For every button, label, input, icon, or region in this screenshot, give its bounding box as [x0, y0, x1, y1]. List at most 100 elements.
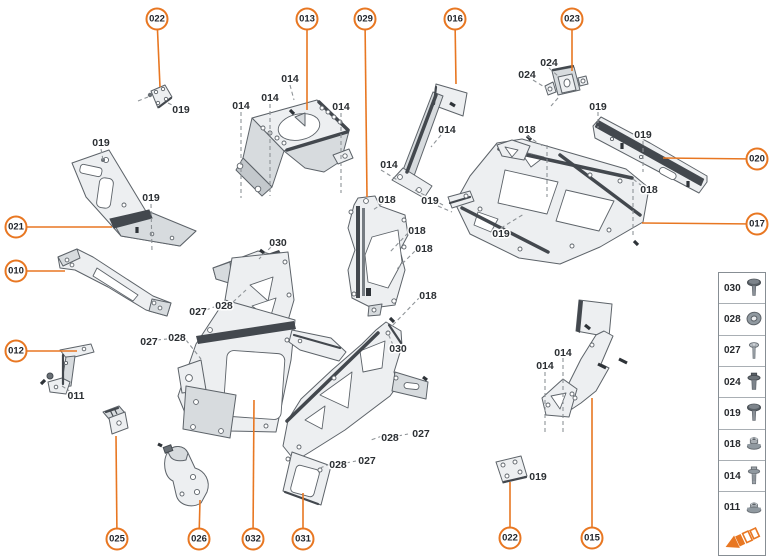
callout-label-023: 023	[564, 13, 580, 25]
part-label-019-0: 019	[172, 104, 190, 116]
part-label-027-22: 027	[189, 306, 207, 318]
legend-number-011: 011	[724, 502, 741, 514]
part-label-019-34: 019	[529, 471, 547, 483]
callout-022-top[interactable]: 022	[145, 7, 169, 31]
part-label-024-10: 024	[518, 69, 536, 81]
part-label-019-15: 019	[421, 195, 439, 207]
callout-012[interactable]: 012	[4, 339, 28, 363]
part-label-014-32: 014	[554, 347, 572, 359]
part-025-drawing	[102, 405, 129, 435]
low-flange-nut-icon	[746, 497, 762, 519]
round-head-screw-icon	[746, 277, 762, 299]
callout-029[interactable]: 029	[353, 7, 377, 31]
callout-015[interactable]: 015	[580, 526, 604, 550]
callout-023[interactable]: 023	[560, 7, 584, 31]
part-label-018-20: 018	[419, 290, 437, 302]
part-026-drawing	[157, 442, 209, 507]
legend-number-030: 030	[724, 282, 741, 294]
callout-032[interactable]: 032	[241, 527, 265, 551]
part-022-bottom-drawing	[495, 455, 528, 484]
part-022-top-drawing	[147, 84, 173, 109]
part-032-drawing	[177, 248, 347, 439]
part-label-014-3: 014	[232, 100, 250, 112]
callout-label-015: 015	[584, 532, 600, 544]
legend-number-028: 028	[724, 313, 741, 325]
part-label-028-29: 028	[329, 459, 347, 471]
dashed-leader-lines	[61, 67, 644, 478]
part-013-drawing	[235, 99, 354, 197]
callout-017[interactable]: 017	[745, 212, 769, 236]
legend-number-019: 019	[724, 407, 741, 419]
part-016-drawing	[391, 83, 468, 199]
legend-row-027: 027	[719, 335, 765, 367]
part-021-drawing	[71, 149, 197, 247]
part-label-019-1: 019	[92, 137, 110, 149]
legend-row-024: 024	[719, 367, 765, 399]
callout-031[interactable]: 031	[291, 527, 315, 551]
part-label-018-18: 018	[408, 225, 426, 237]
callout-label-020: 020	[749, 153, 765, 165]
part-label-014-33: 014	[536, 360, 554, 372]
part-label-014-6: 014	[332, 101, 350, 113]
callout-021[interactable]: 021	[4, 215, 28, 239]
part-label-030-26: 030	[389, 343, 407, 355]
leader-line-029	[364, 18, 368, 198]
callout-label-017: 017	[749, 218, 765, 230]
part-label-014-5: 014	[281, 73, 299, 85]
callout-label-021: 021	[8, 221, 24, 233]
part-label-027-30: 027	[358, 455, 376, 467]
round-head-screw-icon	[746, 402, 762, 424]
part-023-drawing	[544, 64, 589, 96]
brand-logo-cell	[719, 523, 765, 555]
flange-nut-icon	[746, 434, 762, 456]
callout-label-026: 026	[191, 533, 207, 545]
hex-bolt-icon	[746, 340, 762, 362]
callout-label-029: 029	[357, 13, 373, 25]
callout-label-022-bottom: 022	[502, 532, 518, 544]
part-label-028-23: 028	[215, 300, 233, 312]
part-label-018-17: 018	[378, 194, 396, 206]
callout-010[interactable]: 010	[4, 259, 28, 283]
part-label-018-13: 018	[640, 184, 658, 196]
callout-label-022-top: 022	[149, 13, 165, 25]
washer-icon	[746, 308, 762, 330]
leader-line-032	[252, 399, 255, 540]
part-015-drawing	[541, 299, 628, 418]
part-label-019-12: 019	[634, 129, 652, 141]
callout-013[interactable]: 013	[295, 7, 319, 31]
callout-016[interactable]: 016	[443, 7, 467, 31]
part-label-011-31: 011	[68, 390, 85, 402]
callout-label-025: 025	[109, 533, 125, 545]
callout-label-032: 032	[245, 533, 261, 545]
part-label-028-27: 028	[381, 432, 399, 444]
part-label-030-21: 030	[269, 237, 287, 249]
callout-020[interactable]: 020	[745, 147, 769, 171]
legend-number-027: 027	[724, 345, 741, 357]
legend-row-014: 014	[719, 461, 765, 493]
callout-leader-lines	[16, 18, 758, 540]
legend-row-019: 019	[719, 398, 765, 430]
callout-022-bottom[interactable]: 022	[498, 526, 522, 550]
part-label-027-24: 027	[140, 336, 158, 348]
part-label-018-19: 018	[415, 243, 433, 255]
part-020-drawing	[592, 116, 708, 194]
part-031-drawing	[282, 316, 429, 506]
part-label-014-8: 014	[380, 159, 398, 171]
part-labels-layer: 0190190190140140140140140140240240190190…	[66, 56, 659, 485]
part-label-018-14: 018	[518, 124, 536, 136]
callout-label-010: 010	[8, 265, 24, 277]
part-label-019-2: 019	[142, 192, 160, 204]
leader-line-025	[115, 435, 118, 540]
callout-label-012: 012	[8, 345, 24, 357]
hex-flange-bolt-icon	[746, 465, 762, 487]
callout-025[interactable]: 025	[105, 527, 129, 551]
leader-line-020	[662, 157, 758, 160]
callout-026[interactable]: 026	[187, 527, 211, 551]
brand-arrow-icon	[725, 527, 761, 549]
callout-label-031: 031	[295, 533, 311, 545]
part-010-drawing	[57, 248, 172, 317]
callout-label-013: 013	[299, 13, 315, 25]
legend-row-028: 028	[719, 304, 765, 336]
